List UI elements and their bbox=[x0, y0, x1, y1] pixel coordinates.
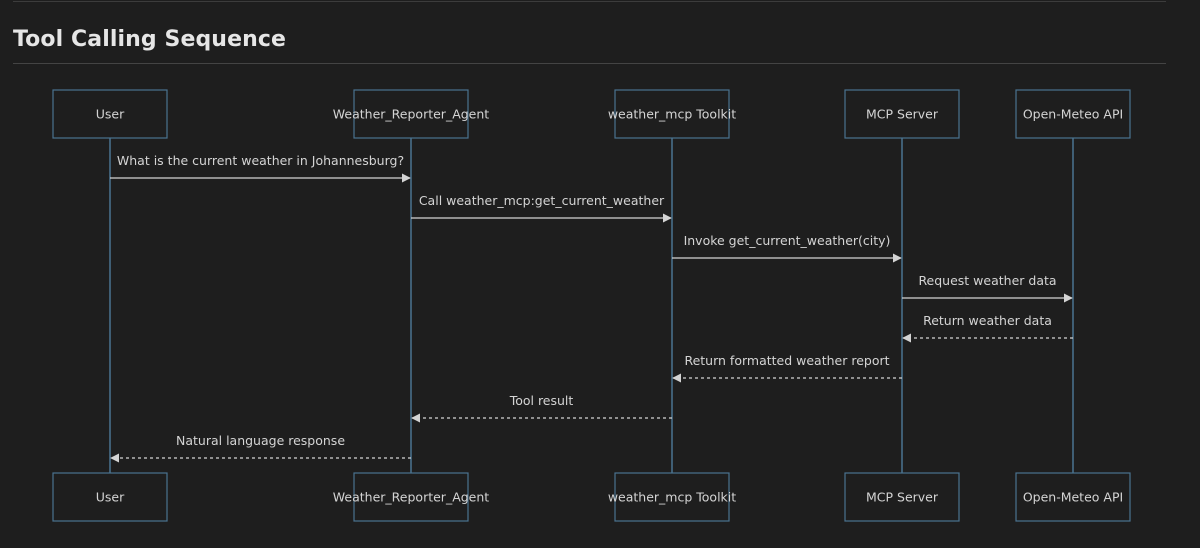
participant-server-bottom: MCP Server bbox=[844, 472, 960, 522]
participant-box bbox=[844, 472, 960, 522]
participant-label: Open-Meteo API bbox=[1023, 490, 1123, 505]
participant-box bbox=[353, 89, 469, 139]
participant-api-top: Open-Meteo API bbox=[1015, 89, 1131, 139]
message-2: Call weather_mcp:get_current_weather bbox=[411, 193, 672, 223]
title-divider bbox=[13, 63, 1166, 64]
message-label: Return formatted weather report bbox=[684, 353, 889, 368]
participant-label: Open-Meteo API bbox=[1023, 107, 1123, 122]
participant-box bbox=[614, 472, 730, 522]
message-5: Return weather data bbox=[902, 313, 1073, 343]
participant-box bbox=[353, 472, 469, 522]
message-6: Return formatted weather report bbox=[672, 353, 902, 383]
participant-agent-top: Weather_Reporter_Agent bbox=[333, 89, 489, 139]
message-label: What is the current weather in Johannesb… bbox=[117, 153, 404, 168]
participant-label: weather_mcp Toolkit bbox=[608, 490, 736, 505]
message-label: Natural language response bbox=[176, 433, 345, 448]
message-1: What is the current weather in Johannesb… bbox=[110, 153, 411, 183]
participant-toolkit-bottom: weather_mcp Toolkit bbox=[608, 472, 736, 522]
participant-box bbox=[52, 472, 168, 522]
message-8: Natural language response bbox=[110, 433, 411, 463]
participant-toolkit-top: weather_mcp Toolkit bbox=[608, 89, 736, 139]
participant-label: MCP Server bbox=[866, 107, 939, 122]
message-label: Return weather data bbox=[923, 313, 1052, 328]
page-title: Tool Calling Sequence bbox=[13, 27, 287, 52]
participant-label: Weather_Reporter_Agent bbox=[333, 107, 489, 122]
participant-server-top: MCP Server bbox=[844, 89, 960, 139]
participant-box bbox=[1015, 472, 1131, 522]
message-4: Request weather data bbox=[902, 273, 1073, 303]
top-divider bbox=[13, 1, 1166, 2]
message-3: Invoke get_current_weather(city) bbox=[672, 233, 902, 263]
participant-api-bottom: Open-Meteo API bbox=[1015, 472, 1131, 522]
participant-label: weather_mcp Toolkit bbox=[608, 107, 736, 122]
message-label: Tool result bbox=[509, 393, 574, 408]
participant-label: User bbox=[96, 490, 125, 505]
participant-user-top: User bbox=[52, 89, 168, 139]
participant-user-bottom: User bbox=[52, 472, 168, 522]
participant-label: MCP Server bbox=[866, 490, 939, 505]
participant-label: Weather_Reporter_Agent bbox=[333, 490, 489, 505]
participant-agent-bottom: Weather_Reporter_Agent bbox=[333, 472, 489, 522]
participant-box bbox=[52, 89, 168, 139]
participant-box bbox=[1015, 89, 1131, 139]
message-7: Tool result bbox=[411, 393, 672, 423]
participant-box bbox=[614, 89, 730, 139]
participant-box bbox=[844, 89, 960, 139]
message-label: Request weather data bbox=[918, 273, 1056, 288]
participant-label: User bbox=[96, 107, 125, 122]
message-label: Invoke get_current_weather(city) bbox=[684, 233, 891, 248]
message-label: Call weather_mcp:get_current_weather bbox=[419, 193, 665, 208]
